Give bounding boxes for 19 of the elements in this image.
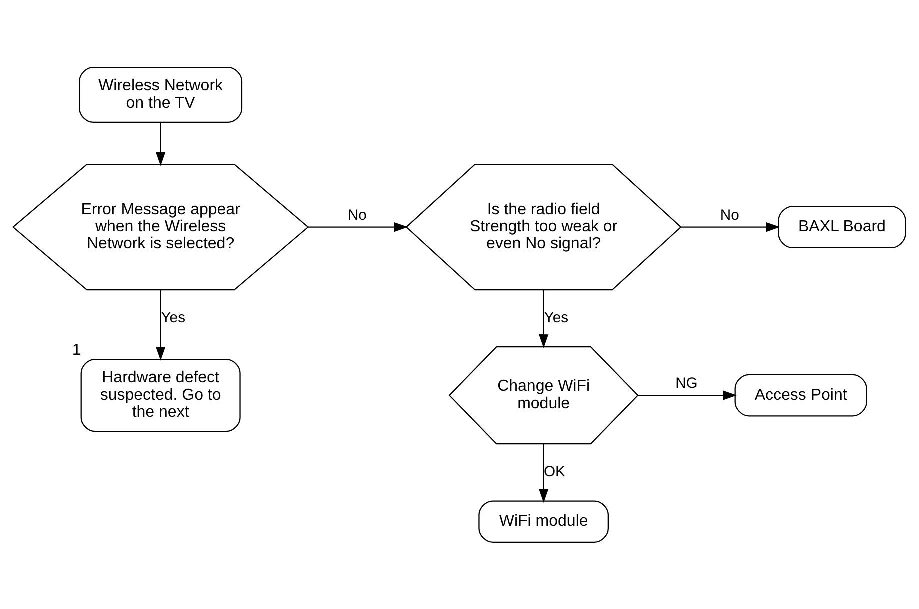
node-box: Hardware defect suspected. Go to the next	[80, 358, 241, 432]
node-label: 1	[72, 342, 82, 359]
arrow	[681, 222, 780, 232]
edge-label: No	[720, 207, 740, 224]
node-box: Wireless Network on the TV	[79, 66, 243, 123]
arrow	[539, 444, 549, 502]
node-box: WiFi module	[478, 500, 609, 542]
edge-label: Yes	[161, 310, 186, 326]
node-box: BAXL Board	[778, 206, 906, 248]
arrow	[539, 290, 549, 348]
edge-label: No	[348, 207, 367, 224]
node-box: Access Point	[734, 374, 868, 416]
edge-label: NG	[676, 376, 698, 392]
edge-label: Yes	[544, 310, 569, 326]
arrow	[156, 122, 166, 166]
edge-label: OK	[544, 464, 566, 480]
arrow	[156, 290, 166, 360]
arrow	[308, 222, 408, 232]
arrow	[638, 390, 738, 400]
